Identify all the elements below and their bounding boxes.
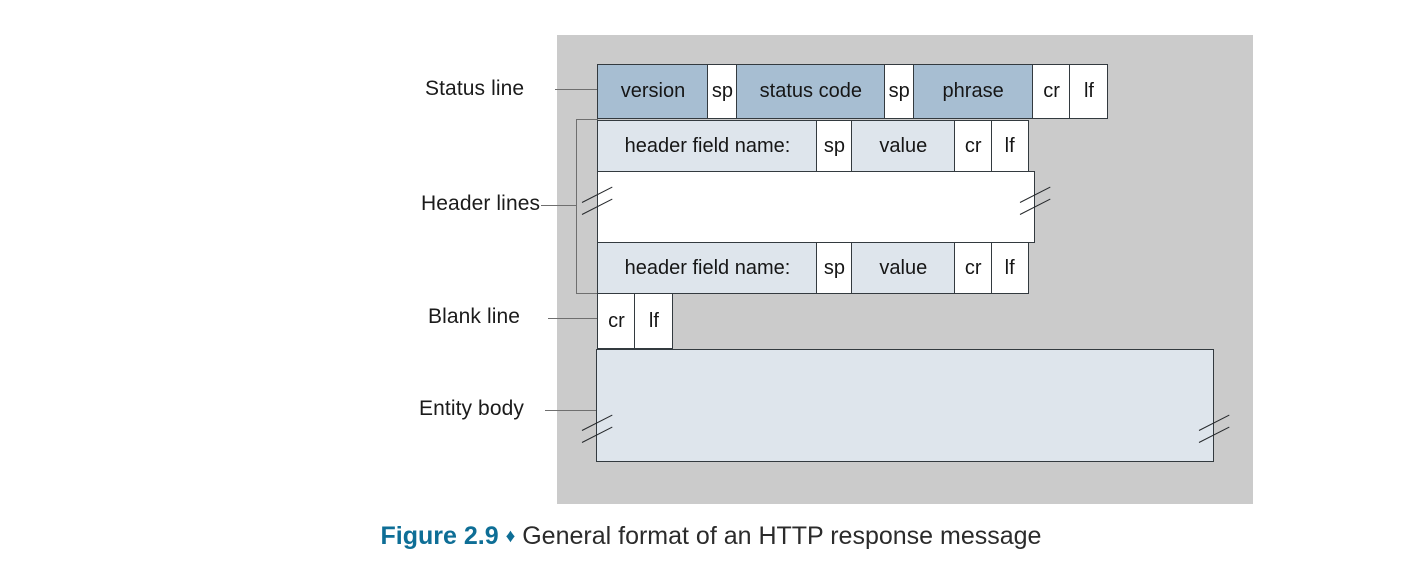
- break-mark-gap-left: [581, 186, 616, 224]
- cell-header-field-name-2: header field name:: [597, 242, 818, 294]
- label-blank-line: Blank line: [428, 305, 521, 328]
- row-header-line-last: header field name: sp value cr lf: [597, 242, 1029, 294]
- cell-sp-2: sp: [884, 64, 915, 119]
- cell-value-2: value: [850, 242, 956, 294]
- row-status-line: version sp status code sp phrase cr lf: [597, 64, 1109, 119]
- cell-status-code: status code: [735, 64, 886, 119]
- label-entity-body: Entity body: [419, 397, 524, 420]
- break-mark-entity-right: [1198, 414, 1233, 452]
- cell-cr-header-1: cr: [954, 120, 993, 172]
- leader-line-status-line: [555, 89, 597, 90]
- leader-line-blank-line: [548, 318, 597, 319]
- cell-sp-header-2: sp: [816, 242, 853, 294]
- label-header-lines: Header lines: [421, 192, 541, 215]
- break-mark-entity-left: [581, 414, 616, 452]
- leader-line-header-lines: [541, 205, 577, 206]
- figure-caption-text: General format of an HTTP response messa…: [522, 522, 1042, 550]
- figure-number: Figure 2.9: [380, 522, 499, 550]
- header-lines-continuation-gap: [597, 171, 1035, 243]
- cell-cr-status: cr: [1032, 64, 1072, 119]
- cell-value-1: value: [850, 120, 956, 172]
- figure-caption: Figure 2.9 ♦ General format of an HTTP r…: [0, 522, 1422, 551]
- cell-lf-header-1: lf: [990, 120, 1029, 172]
- cell-lf-status: lf: [1069, 64, 1109, 119]
- cell-sp-1: sp: [707, 64, 738, 119]
- cell-sp-header-1: sp: [816, 120, 853, 172]
- diamond-icon: ♦: [505, 526, 516, 547]
- leader-line-entity-body: [545, 410, 597, 411]
- cell-lf-blank: lf: [634, 293, 674, 349]
- label-status-line: Status line: [425, 77, 525, 100]
- cell-cr-header-2: cr: [954, 242, 993, 294]
- cell-cr-blank: cr: [597, 293, 636, 349]
- entity-body-box: [596, 349, 1214, 462]
- break-mark-gap-right: [1019, 186, 1054, 224]
- row-blank-line: cr lf: [597, 293, 674, 349]
- header-lines-bracket: [576, 119, 598, 294]
- row-header-line-first: header field name: sp value cr lf: [597, 120, 1029, 172]
- cell-header-field-name-1: header field name:: [597, 120, 818, 172]
- cell-phrase: phrase: [912, 64, 1034, 119]
- cell-lf-header-2: lf: [990, 242, 1029, 294]
- cell-version: version: [597, 64, 709, 119]
